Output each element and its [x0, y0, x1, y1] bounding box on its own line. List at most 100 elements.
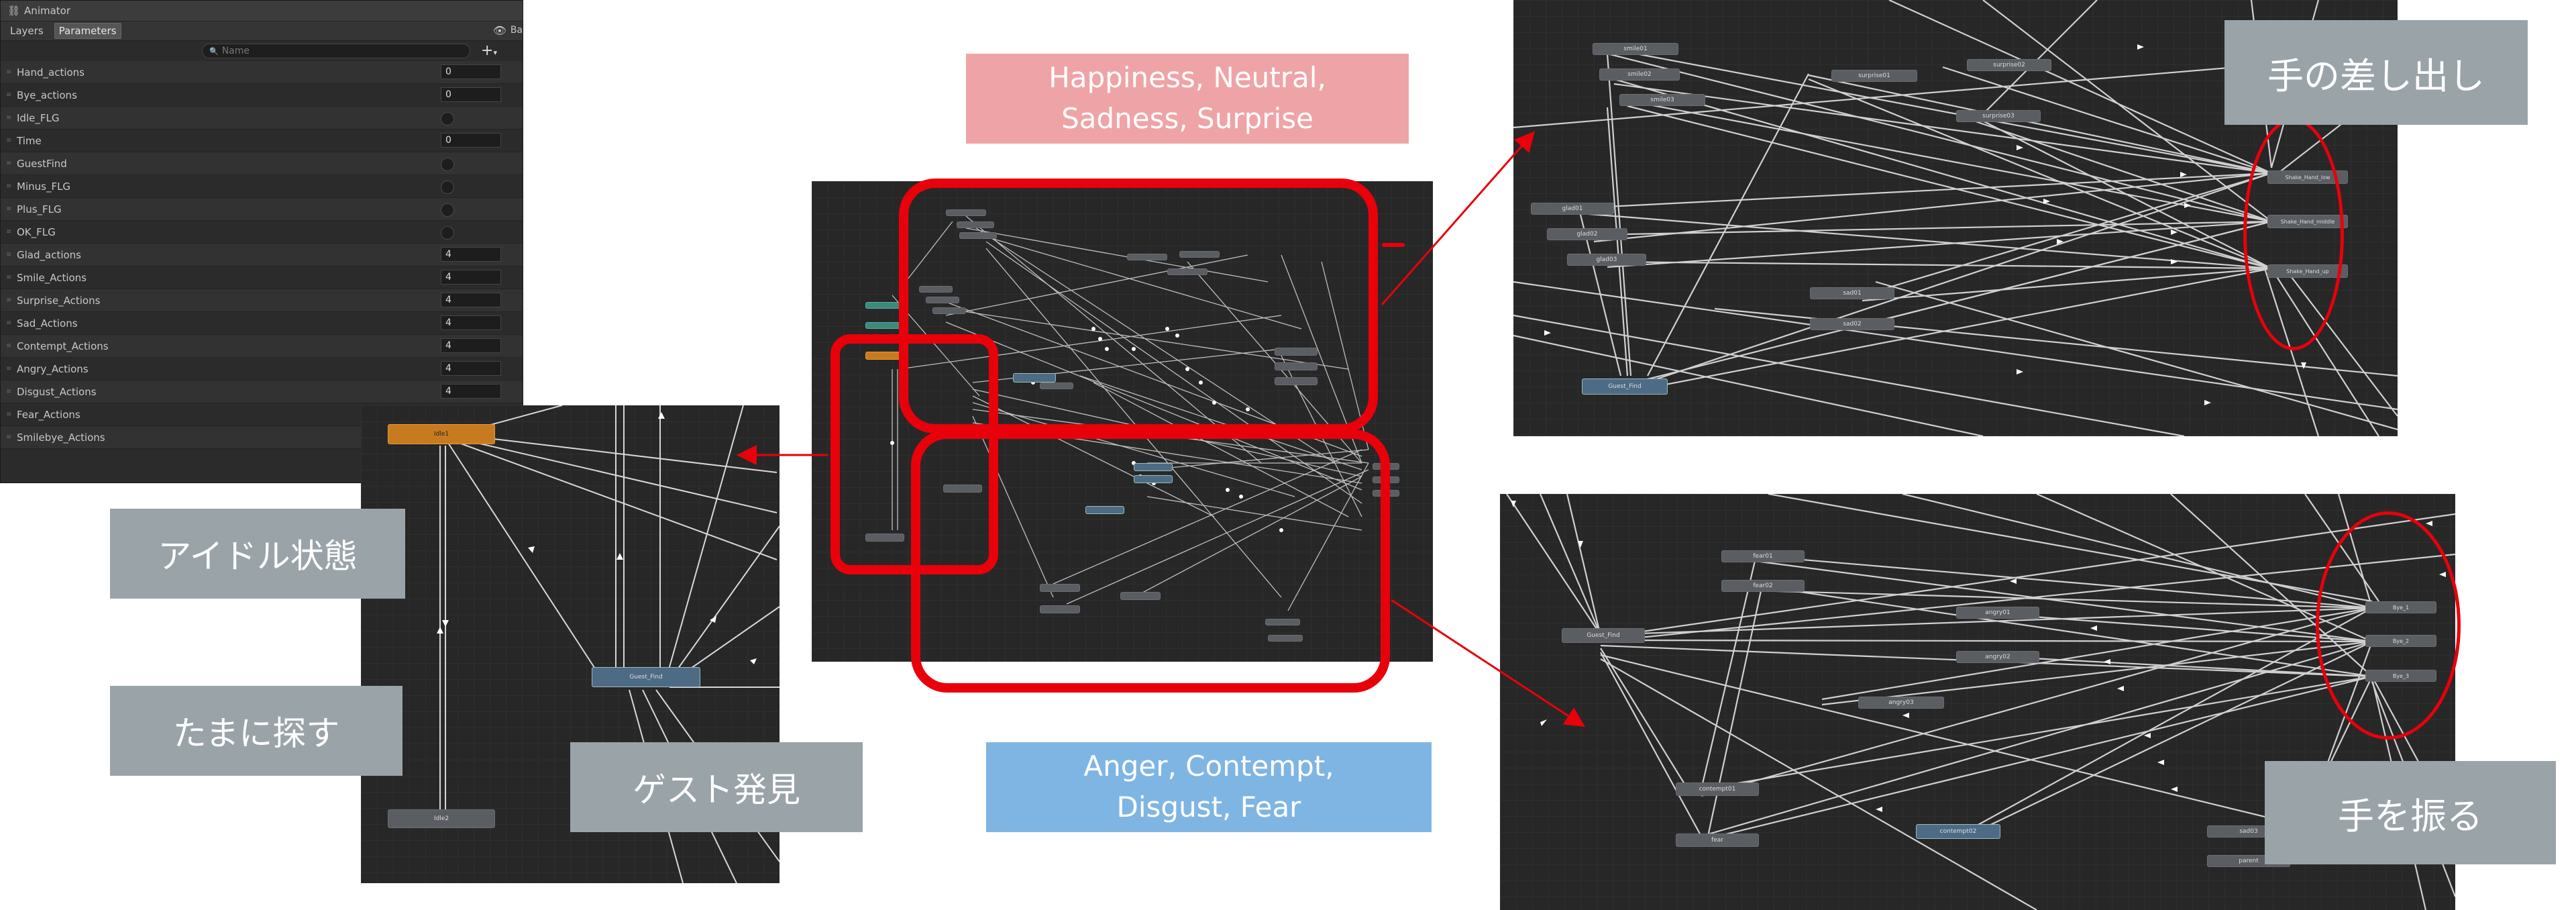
node-smile02[interactable]: smile02	[1599, 68, 1680, 81]
node-angry02[interactable]: angry02	[1956, 651, 2039, 663]
drag-handle-icon[interactable]: ≡	[6, 160, 12, 167]
node-surprise01[interactable]: surprise01	[1831, 70, 1917, 82]
overview-node-guest-find[interactable]	[943, 485, 982, 493]
drag-handle-icon[interactable]: ≡	[6, 274, 12, 281]
parameter-row[interactable]: ≡Idle_FLG	[1, 107, 523, 130]
drag-handle-icon[interactable]: ≡	[6, 114, 12, 121]
parameter-bool-toggle[interactable]	[441, 158, 454, 171]
parameter-value-field[interactable]: 4	[441, 315, 501, 330]
overview-node-angry02[interactable]	[1134, 475, 1173, 483]
parameter-value-field[interactable]: 4	[441, 338, 501, 353]
parameter-value-field[interactable]: 4	[441, 384, 501, 399]
drag-handle-icon[interactable]: ≡	[6, 251, 12, 258]
animator-window-tab[interactable]: ⛓ Animator	[1, 1, 523, 21]
eye-icon[interactable]: 👁	[492, 24, 506, 37]
node-contempt02[interactable]: contempt02	[1916, 824, 2000, 839]
overview-node-surprise03[interactable]	[1167, 268, 1208, 275]
base-layer-label[interactable]: Ba	[510, 25, 523, 36]
parameter-value-field[interactable]: 0	[441, 64, 501, 79]
node-guest-find[interactable]: Guest_Find	[592, 667, 700, 687]
parameter-row[interactable]: ≡Minus_FLG	[1, 175, 523, 198]
parameter-bool-toggle[interactable]	[441, 112, 454, 125]
drag-handle-icon[interactable]: ≡	[6, 183, 12, 190]
parameter-value-field[interactable]: 0	[441, 133, 501, 148]
drag-handle-icon[interactable]: ≡	[6, 434, 12, 441]
overview-node-smile03[interactable]	[959, 232, 997, 239]
parameter-value-field[interactable]: 4	[441, 293, 501, 307]
drag-handle-icon[interactable]: ≡	[6, 319, 12, 327]
node-glad03[interactable]: glad03	[1567, 254, 1646, 266]
drag-handle-icon[interactable]: ≡	[6, 205, 12, 213]
tab-parameters[interactable]: Parameters	[54, 23, 121, 39]
parameter-value-field[interactable]: 0	[441, 87, 501, 102]
overview-node-sad01[interactable]	[1040, 383, 1073, 389]
overview-node-fear[interactable]	[1040, 605, 1080, 613]
parameter-bool-toggle[interactable]	[441, 226, 454, 240]
node-glad01[interactable]: glad01	[1531, 203, 1614, 215]
node-smile01[interactable]: smile01	[1593, 43, 1678, 55]
overview-node-shake-up[interactable]	[1275, 377, 1318, 385]
node-sad01[interactable]: sad01	[1810, 287, 1894, 299]
overview-node-glad03[interactable]	[932, 307, 966, 314]
drag-handle-icon[interactable]: ≡	[6, 137, 12, 144]
overview-node-parent[interactable]	[1268, 635, 1303, 642]
parameter-row[interactable]: ≡Plus_FLG	[1, 198, 523, 221]
parameter-row[interactable]: ≡GuestFind	[1, 152, 523, 175]
drag-handle-icon[interactable]: ≡	[6, 388, 12, 395]
overview-node-smile01[interactable]	[946, 209, 986, 216]
node-smile03[interactable]: smile03	[1619, 94, 1705, 106]
overview-node-surprise02[interactable]	[1179, 251, 1220, 258]
overview-node-glad01[interactable]	[919, 286, 953, 293]
node-angry01[interactable]: angry01	[1956, 607, 2039, 619]
overview-node-red-marker[interactable]	[1382, 243, 1405, 247]
overview-node-idle2[interactable]	[865, 534, 904, 542]
node-idle1[interactable]: Idle1	[388, 424, 495, 444]
node-surprise03[interactable]: surprise03	[1956, 110, 2041, 122]
node-fear[interactable]: fear	[1676, 833, 1759, 847]
drag-handle-icon[interactable]: ≡	[6, 365, 12, 372]
parameter-row[interactable]: ≡OK_FLG	[1, 221, 523, 244]
overview-node-guest-find-top[interactable]	[1013, 373, 1056, 383]
tab-layers[interactable]: Layers	[10, 25, 44, 37]
overview-node-angry01[interactable]	[1134, 463, 1173, 471]
parameter-search-input[interactable]: 🔍 Name	[202, 44, 470, 58]
overview-node-shake-middle[interactable]	[1275, 362, 1318, 370]
node-contempt01[interactable]: contempt01	[1676, 782, 1759, 796]
parameter-value-field[interactable]: 4	[441, 361, 501, 376]
add-parameter-button[interactable]: +▾	[481, 42, 497, 59]
overview-node-contempt02[interactable]	[1120, 592, 1161, 600]
node-surprise02[interactable]: surprise02	[1967, 59, 2051, 71]
node-angry03[interactable]: angry03	[1858, 697, 1944, 709]
node-sad02[interactable]: sad02	[1810, 318, 1894, 330]
parameter-bool-toggle[interactable]	[441, 181, 454, 194]
node-guest-find-top[interactable]: Guest_Find	[1582, 378, 1668, 395]
parameter-value-field[interactable]: 4	[441, 270, 501, 285]
drag-handle-icon[interactable]: ≡	[6, 297, 12, 304]
parameter-bool-toggle[interactable]	[441, 203, 454, 217]
overview-node-shake-low[interactable]	[1275, 348, 1318, 356]
overview-node-angry03[interactable]	[1085, 506, 1124, 514]
drag-handle-icon[interactable]: ≡	[6, 68, 12, 76]
drag-handle-icon[interactable]: ≡	[6, 411, 12, 418]
node-idle2[interactable]: Idle2	[388, 809, 495, 828]
node-glad02[interactable]: glad02	[1547, 228, 1627, 240]
overview-node-surprise01[interactable]	[1127, 254, 1167, 260]
overview-node-sad03[interactable]	[1265, 619, 1300, 625]
drag-handle-icon[interactable]: ≡	[6, 91, 12, 99]
drag-handle-icon[interactable]: ≡	[6, 228, 12, 236]
node-fear02[interactable]: fear02	[1721, 580, 1805, 592]
node-fear01[interactable]: fear01	[1721, 550, 1805, 562]
overview-node-smile02[interactable]	[957, 221, 994, 228]
drag-handle-icon[interactable]: ≡	[6, 342, 12, 350]
parameter-value-field[interactable]: 4	[441, 247, 501, 262]
